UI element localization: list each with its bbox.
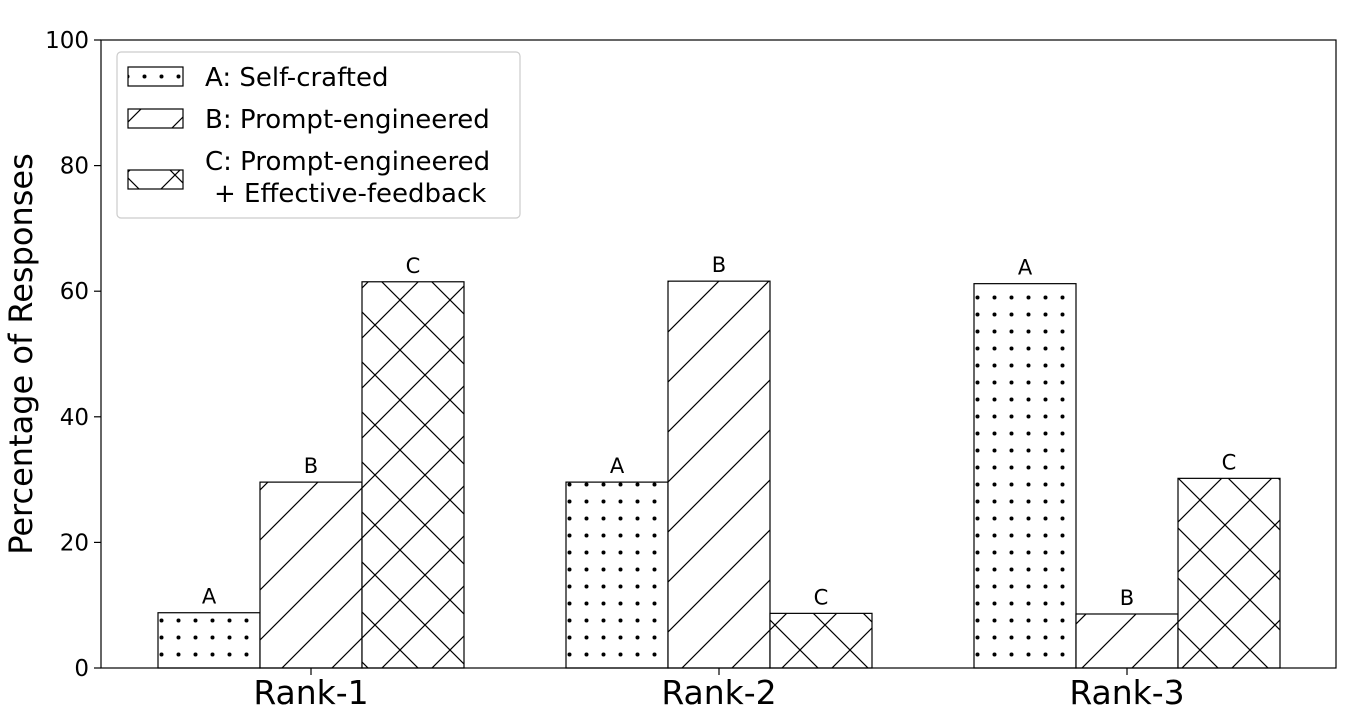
bar-label: B [1120,586,1134,610]
bar-label: A [202,585,217,609]
legend-label-c-line-1: C: Prompt-engineered [205,147,490,177]
bar-a-rank-3 [973,283,1077,669]
x-tick-label-rank-3: Rank-3 [1069,673,1184,712]
bar-c-rank-2 [769,612,873,669]
x-axis: Rank-1 Rank-2 Rank-3 [253,668,1185,712]
bar-c-rank-3 [1177,477,1281,669]
legend: A: Self-crafted B: Prompt-engineered C: Pr… [116,51,521,219]
y-tick-label: 40 [60,405,89,431]
bar-b-rank-1 [259,481,363,669]
bar-label: C [1222,450,1237,474]
bar-label: A [1018,256,1033,280]
x-tick-label-rank-2: Rank-2 [661,673,776,712]
y-tick-label: 20 [60,530,89,556]
y-axis: 0 20 40 60 80 100 [45,28,101,682]
bar-labels-layer: A B C A B C A B C [202,253,1237,610]
legend-label-c-line-2: + Effective-feedback [214,179,486,209]
y-axis-label: Percentage of Responses [2,153,40,555]
bar-label: B [712,253,726,277]
bar-label: C [406,254,421,278]
bars-layer [157,280,1281,669]
legend-label-b: B: Prompt-engineered [205,105,490,135]
y-tick-label: 60 [60,279,89,305]
legend-swatch-c [127,169,184,190]
x-tick-label-rank-1: Rank-1 [253,673,368,712]
bar-label: A [610,454,625,478]
y-tick-label: 100 [45,28,89,54]
bar-b-rank-2 [667,280,771,669]
bar-a-rank-2 [565,481,669,669]
y-tick-label: 80 [60,154,89,180]
bar-label: C [814,585,829,609]
bar-c-rank-1 [361,281,465,669]
legend-box [116,51,521,219]
bar-a-rank-1 [157,612,261,669]
legend-swatch-a [127,66,184,87]
legend-label-a: A: Self-crafted [205,63,389,93]
y-tick-label: 0 [74,656,89,682]
legend-swatch-b [127,108,184,129]
bar-label: B [304,454,318,478]
bar-b-rank-3 [1075,613,1179,669]
